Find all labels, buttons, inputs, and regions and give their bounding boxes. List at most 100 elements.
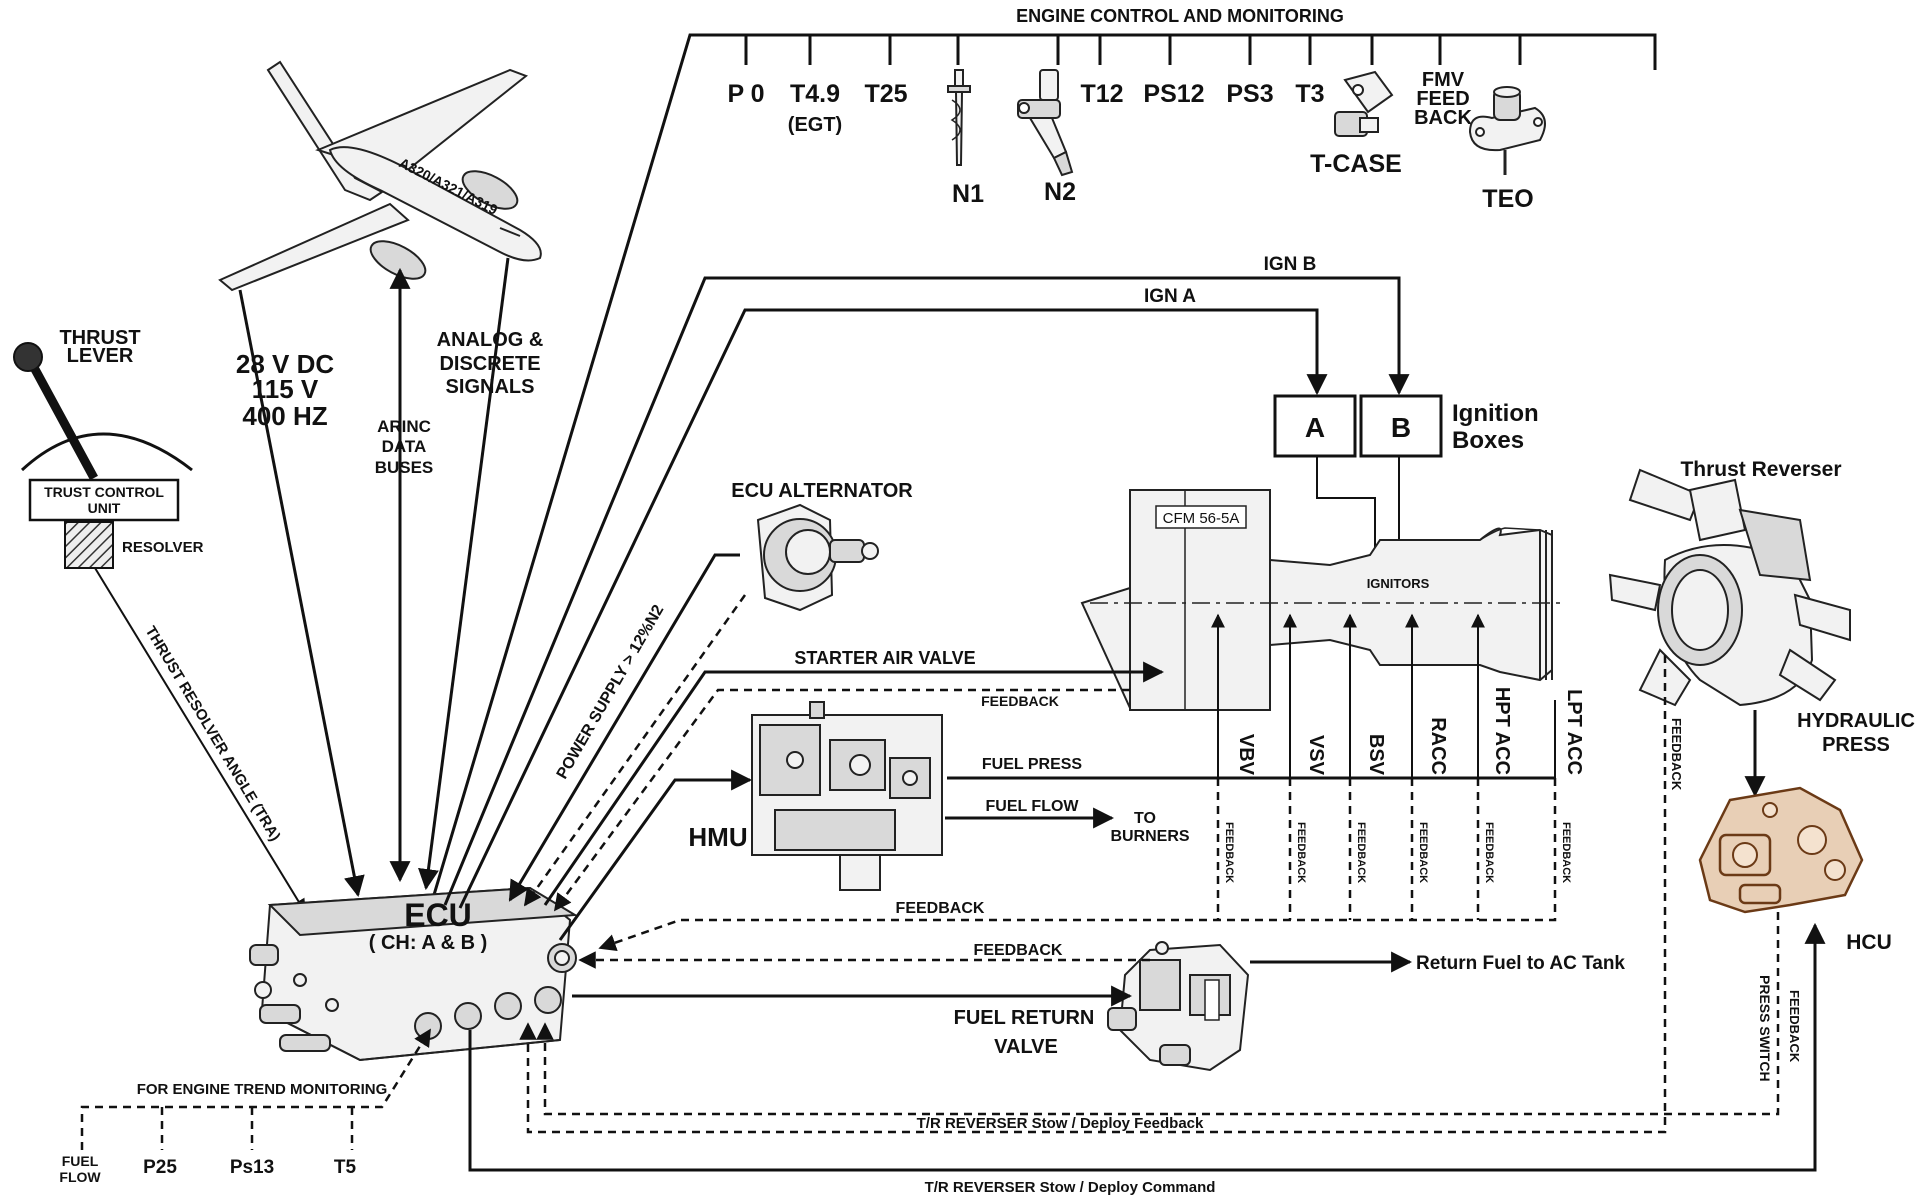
engine-cfm56-icon — [1080, 489, 1565, 711]
hcu-icon — [1698, 786, 1864, 914]
hcu-label: HCU — [1846, 931, 1892, 954]
actuator-feedback-bsv: FEEDBACK — [1355, 822, 1367, 883]
sensor-t49: T4.9 — [790, 80, 840, 108]
burners-label-2: BURNERS — [1110, 828, 1189, 845]
hydraulic-press-label-2: PRESS — [1822, 734, 1890, 756]
sensor-fmv-line1: FMV — [1422, 69, 1465, 91]
thrust-reverser-icon — [1608, 468, 1851, 707]
trend-fuel-flow-label-2: FLOW — [59, 1169, 101, 1185]
n1-probe-icon — [947, 69, 971, 166]
trend-p25-label: P25 — [143, 1157, 177, 1178]
resolver-label: RESOLVER — [122, 539, 204, 556]
fuel-press-label: FUEL PRESS — [982, 756, 1083, 773]
thrust-control-unit-label-2: UNIT — [88, 500, 121, 516]
sensor-egt: (EGT) — [788, 114, 842, 136]
sensor-n1: N1 — [952, 180, 984, 208]
sensor-t25: T25 — [864, 80, 907, 108]
arinc-label-1: ARINC — [377, 417, 431, 436]
actuator-bsv: BSV — [1365, 734, 1387, 776]
fuel-flow-label: FUEL FLOW — [985, 798, 1079, 815]
ign-b-label: IGN B — [1264, 254, 1317, 275]
ecu-unit-icon — [249, 886, 579, 1062]
ignition-box-a-label: A — [1305, 412, 1325, 443]
stow-deploy-command-label: T/R REVERSER Stow / Deploy Command — [925, 1179, 1216, 1195]
sensor-teo: TEO — [1482, 185, 1533, 213]
hcu-feedback-label: FEEDBACK — [1787, 990, 1802, 1063]
n2-probe-icon — [1017, 69, 1074, 177]
ecu-label: ECU — [404, 897, 472, 933]
ignition-box-b — [1359, 394, 1443, 458]
actuator-feedback-vsv: FEEDBACK — [1295, 822, 1307, 883]
actuator-vbv: VBV — [1235, 734, 1257, 776]
hmu-feedback-label: FEEDBACK — [896, 900, 985, 917]
engine-model-label: CFM 56-5A — [1163, 510, 1240, 527]
ecu-channels: ( CH: A & B ) — [369, 932, 488, 954]
starter-air-valve-label: STARTER AIR VALVE — [794, 648, 975, 668]
hydraulic-press-label-1: HYDRAULIC — [1797, 710, 1915, 732]
ecu-alternator-icon — [756, 503, 879, 612]
ignition-boxes-label-1: Ignition — [1452, 400, 1539, 427]
ignitors-label: IGNITORS — [1367, 576, 1430, 591]
arinc-label-2: DATA — [382, 437, 427, 456]
starter-feedback-label: FEEDBACK — [981, 693, 1059, 709]
ignition-boxes-label-2: Boxes — [1452, 427, 1524, 454]
diagram-title: ENGINE CONTROL AND MONITORING — [1016, 6, 1344, 26]
actuator-feedback-racc: FEEDBACK — [1417, 822, 1429, 883]
tra-label: THRUST RESOLVER ANGLE (TRA) — [142, 623, 284, 844]
trend-fuel-flow-label-1: FUEL — [62, 1153, 99, 1169]
ignition-box-a — [1273, 394, 1357, 458]
stow-deploy-feedback-label: T/R REVERSER Stow / Deploy Feedback — [917, 1115, 1204, 1132]
thrust-control-unit-box — [28, 478, 180, 522]
ign-a-label: IGN A — [1144, 286, 1196, 307]
thrust-lever-label-1: THRUST — [59, 327, 140, 349]
resolver-icon — [64, 521, 114, 569]
ignition-lines — [443, 276, 1410, 909]
alternator-label: ECU ALTERNATOR — [731, 480, 913, 502]
power-label-2: 115 V — [252, 374, 319, 404]
thrust-reverser-label: Thrust Reverser — [1680, 458, 1841, 481]
thrust-lever-icon — [13, 342, 193, 481]
trend-t5-label: T5 — [334, 1157, 357, 1178]
sensor-tcase: T-CASE — [1310, 150, 1402, 178]
sensor-bus — [426, 33, 1657, 916]
analog-label-2: DISCRETE — [439, 353, 540, 375]
tcase-sensor-icon — [1334, 70, 1394, 137]
actuator-lines — [598, 613, 1557, 952]
sensor-fmv-line2: FEED — [1416, 88, 1469, 110]
trend-ps13-label: Ps13 — [230, 1157, 274, 1178]
actuator-hpt-acc: HPT ACC — [1491, 687, 1513, 775]
sensor-n2: N2 — [1044, 178, 1076, 206]
fuel-return-valve-label-1: FUEL RETURN — [954, 1007, 1095, 1029]
thrust-control-unit-label-1: TRUST CONTROL — [44, 484, 164, 500]
actuator-racc: RACC — [1427, 717, 1449, 775]
sensor-t3: T3 — [1295, 80, 1324, 108]
power-supply-label: POWER SUPPLY > 12%N2 — [554, 602, 668, 782]
sensor-fmv-line3: BACK — [1414, 107, 1472, 129]
sensor-p0: P 0 — [727, 80, 764, 108]
actuator-feedback-hpt: FEEDBACK — [1483, 822, 1495, 883]
sensor-t12: T12 — [1080, 80, 1123, 108]
thrust-lever-label-2: LEVER — [67, 345, 134, 367]
engine-model-box — [1155, 505, 1247, 529]
ignition-box-b-label: B — [1391, 412, 1411, 443]
hmu-icon — [751, 701, 943, 891]
fuel-return-feedback-label: FEEDBACK — [974, 942, 1063, 959]
sensor-ps12: PS12 — [1143, 80, 1204, 108]
return-fuel-label: Return Fuel to AC Tank — [1416, 953, 1625, 974]
actuator-lpt-acc: LPT ACC — [1563, 689, 1585, 775]
reverser-feedback-label: FEEDBACK — [1669, 718, 1684, 791]
sensor-ps3: PS3 — [1226, 80, 1273, 108]
actuator-feedback-vbv: FEEDBACK — [1223, 822, 1235, 883]
burners-label-1: TO — [1134, 810, 1156, 827]
aircraft-icon: A320/A321/A319 — [218, 60, 542, 292]
fuel-return-valve-icon — [1107, 941, 1250, 1072]
hmu-label: HMU — [688, 822, 747, 852]
trend-monitoring-label: FOR ENGINE TREND MONITORING — [137, 1081, 388, 1098]
teo-sensor-icon — [1468, 86, 1546, 175]
press-switch-label: PRESS SWITCH — [1757, 975, 1773, 1082]
arinc-label-3: BUSES — [375, 458, 434, 477]
fuel-return-valve-label-2: VALVE — [994, 1036, 1058, 1058]
power-label-3: 400 HZ — [242, 401, 327, 431]
actuator-feedback-lpt: FEEDBACK — [1560, 822, 1572, 883]
